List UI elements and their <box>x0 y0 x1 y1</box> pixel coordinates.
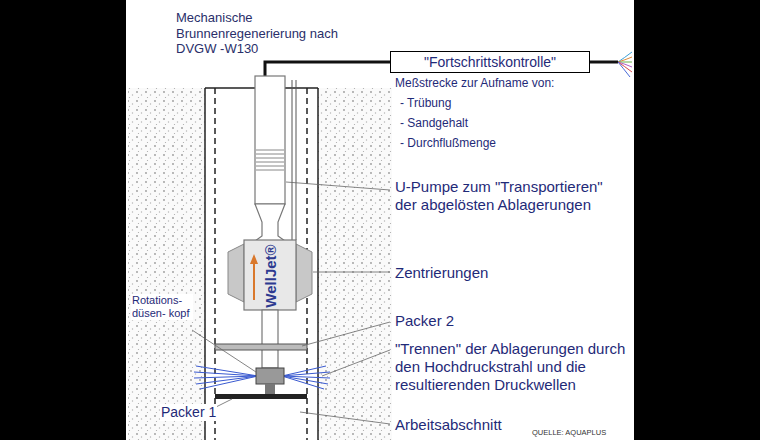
bore-wall <box>204 88 206 440</box>
pump-inlet <box>256 150 284 170</box>
flow-arrow <box>253 262 255 300</box>
shaft <box>262 310 278 368</box>
cable <box>590 61 618 64</box>
nozzle-stem <box>265 384 275 394</box>
title: Mechanische Brunnenregenerierung nach DV… <box>176 10 366 57</box>
packer-1 <box>215 394 307 399</box>
ground <box>126 0 634 440</box>
leader-lines <box>192 182 390 424</box>
callout: U-Pumpe zum "Transportieren" der abgelös… <box>395 178 610 214</box>
packer-2 <box>215 344 307 350</box>
rotary-nozzle-head <box>256 368 284 384</box>
flow-arrow <box>250 254 258 264</box>
hose <box>265 62 390 76</box>
callout: Rotations- düsen- kopf <box>131 294 193 320</box>
gravel-right <box>318 88 392 440</box>
brand: WellJet® <box>262 244 280 307</box>
well-screen <box>214 88 216 440</box>
fibers <box>618 52 632 77</box>
list-item: - Sandgehalt <box>400 116 468 130</box>
callout: Packer 1 <box>160 404 217 421</box>
callout: "Trennen" der Ablagerungen durch den Hoc… <box>395 340 631 394</box>
callout: Zentrierungen <box>395 264 488 282</box>
measuring-box: "Fortschrittskontrolle" <box>390 51 590 73</box>
box-label: "Fortschrittskontrolle" <box>424 54 556 70</box>
u-pump <box>255 76 285 204</box>
list-item: - Trübung <box>400 96 451 110</box>
cable <box>296 80 297 240</box>
cable <box>292 80 293 240</box>
gravel-left <box>128 88 205 440</box>
note: Meßstrecke zur Aufname von: <box>395 76 554 90</box>
callout: Arbeitsabschnitt <box>395 416 502 434</box>
welljet-body <box>244 240 296 310</box>
water-jets <box>194 366 330 389</box>
callout: Packer 2 <box>395 312 454 330</box>
centralizer <box>296 244 312 302</box>
list-item: - Durchflußmenge <box>400 136 496 150</box>
source-note: QUELLE: AQUAPLUS <box>532 428 606 437</box>
centralizer <box>228 244 244 302</box>
